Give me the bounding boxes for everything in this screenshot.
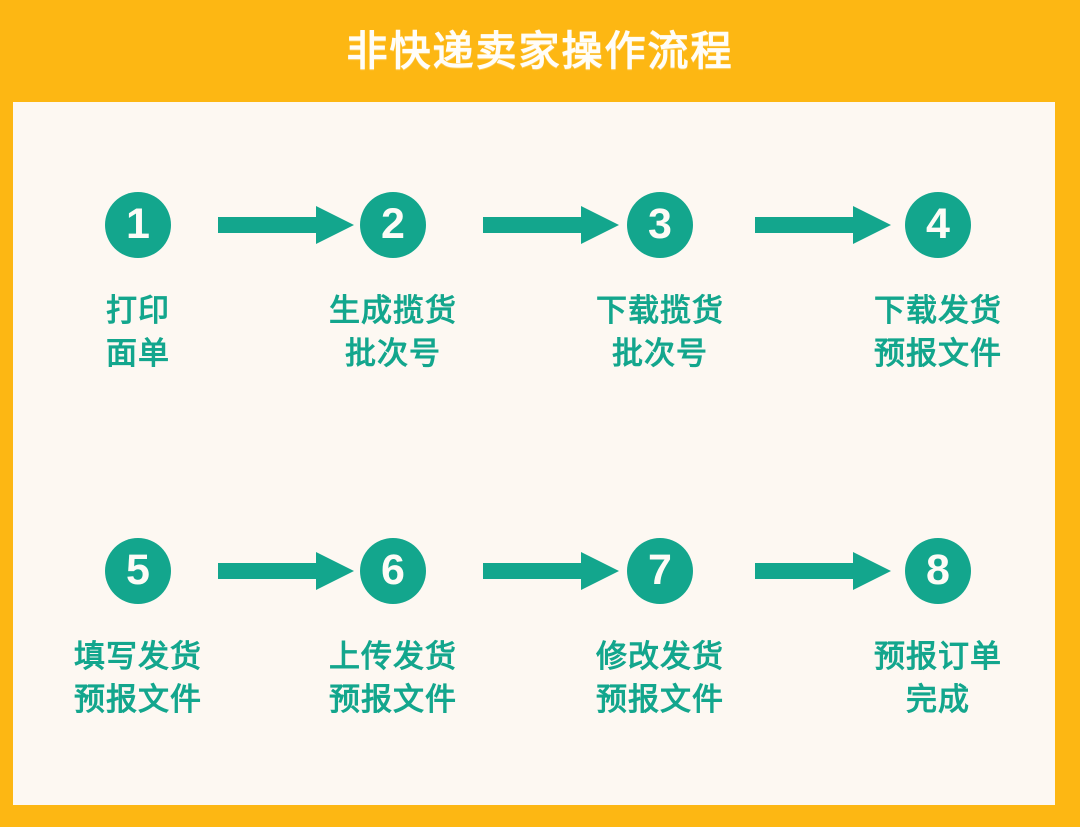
- flow-step-1[interactable]: 1 打印 面单: [38, 192, 238, 376]
- step-number-badge: 3: [627, 192, 693, 258]
- arrow-right-icon: [755, 206, 891, 244]
- page-title: 非快递卖家操作流程: [346, 27, 734, 74]
- arrow-right-icon: [218, 206, 354, 244]
- step-number-badge: 1: [105, 192, 171, 258]
- arrow-right-icon: [483, 552, 619, 590]
- flow-step-3[interactable]: 3 下载揽货 批次号: [560, 192, 760, 376]
- step-number-badge: 2: [360, 192, 426, 258]
- step-number-badge: 5: [105, 538, 171, 604]
- arrow-right-icon: [483, 206, 619, 244]
- step-label: 下载发货 预报文件: [874, 293, 1002, 371]
- flow-row-2: 5 填写发货 预报文件 6 上传发货 预报文件 7 修改发货 预报文件: [13, 538, 1055, 798]
- step-label: 生成揽货 批次号: [329, 293, 457, 371]
- flow-step-6[interactable]: 6 上传发货 预报文件: [293, 538, 493, 722]
- step-label: 修改发货 预报文件: [596, 639, 724, 717]
- flow-step-5[interactable]: 5 填写发货 预报文件: [38, 538, 238, 722]
- flow-step-2[interactable]: 2 生成揽货 批次号: [293, 192, 493, 376]
- title-band: 非快递卖家操作流程: [0, 0, 1080, 102]
- step-number-badge: 7: [627, 538, 693, 604]
- flow-step-4[interactable]: 4 下载发货 预报文件: [838, 192, 1038, 376]
- step-label: 填写发货 预报文件: [74, 639, 202, 717]
- flow-step-8[interactable]: 8 预报订单 完成: [838, 538, 1038, 722]
- step-number-badge: 8: [905, 538, 971, 604]
- step-number-badge: 6: [360, 538, 426, 604]
- step-label: 下载揽货 批次号: [596, 293, 724, 371]
- step-label: 打印 面单: [106, 293, 170, 371]
- step-label: 预报订单 完成: [874, 639, 1002, 717]
- arrow-right-icon: [218, 552, 354, 590]
- step-number-badge: 4: [905, 192, 971, 258]
- arrow-right-icon: [755, 552, 891, 590]
- step-label: 上传发货 预报文件: [329, 639, 457, 717]
- flow-step-7[interactable]: 7 修改发货 预报文件: [560, 538, 760, 722]
- flow-row-1: 1 打印 面单 2 生成揽货 批次号 3 下载揽货 批次号: [13, 192, 1055, 452]
- flow-panel: 1 打印 面单 2 生成揽货 批次号 3 下载揽货 批次号: [13, 102, 1055, 805]
